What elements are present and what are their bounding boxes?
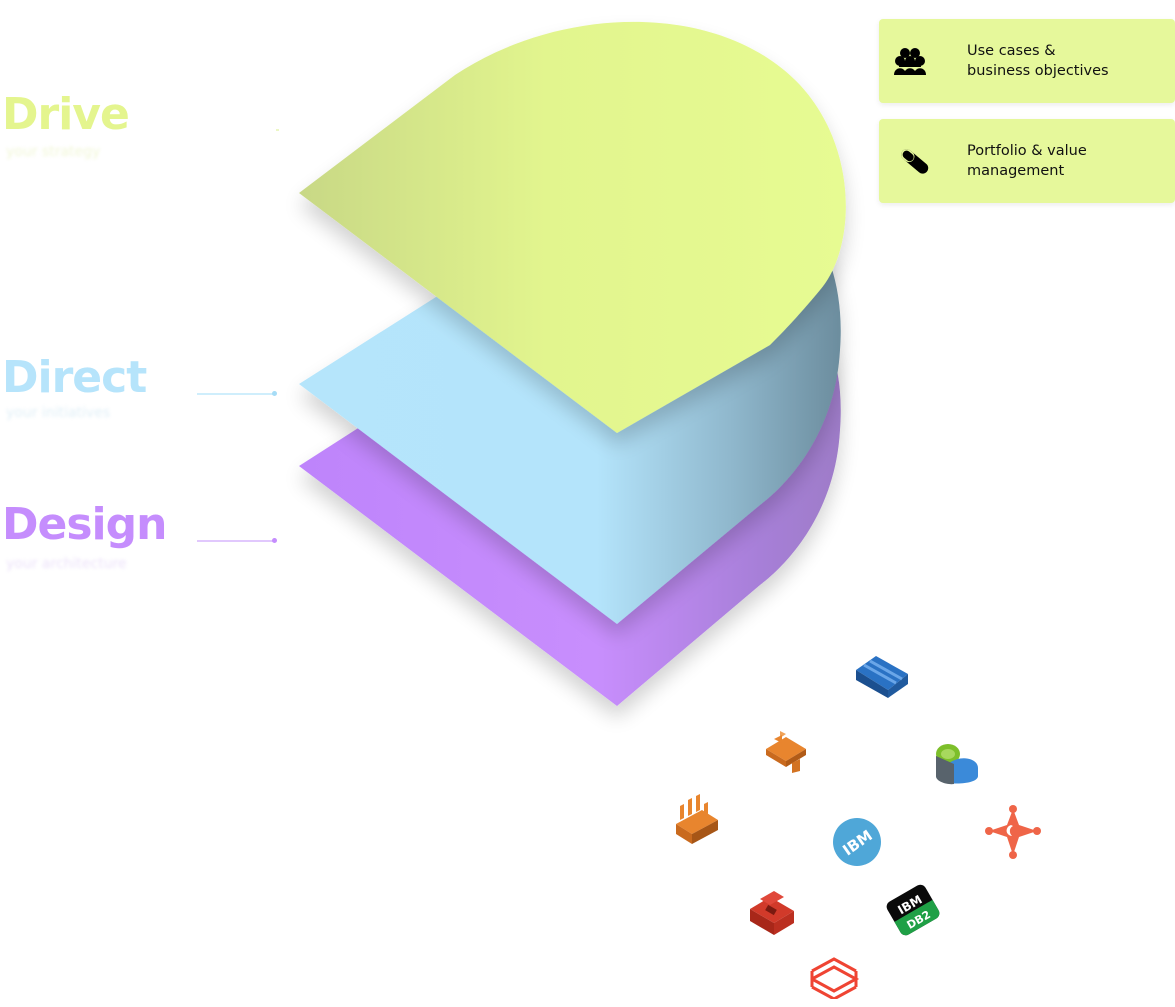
aws-glue-logo <box>762 729 810 777</box>
direct-connector <box>197 391 277 396</box>
databricks-logo <box>808 953 860 1003</box>
apache-spark-logo <box>985 805 1041 865</box>
portfolio-card[interactable]: Portfolio & value management <box>879 119 1175 203</box>
design-connector <box>197 538 277 543</box>
design-sublabel: your architecture <box>6 556 127 572</box>
ibm-informix-logo: IBM <box>832 817 882 871</box>
portfolio-text: Portfolio & value management <box>967 143 1087 179</box>
aws-athena-logo <box>746 887 800 943</box>
amazon-redshift-logo <box>854 646 910 704</box>
connector-dot <box>272 391 277 396</box>
design-label: Design <box>2 499 167 550</box>
azure-database-logo <box>930 740 982 796</box>
drive-label: Drive <box>2 89 130 140</box>
drive-sublabel: your strategy <box>6 144 101 160</box>
ibm-db2-logo: IBM DB2 <box>884 881 942 943</box>
use-cases-card[interactable]: Use cases & business objectives <box>879 19 1175 103</box>
aws-kinesis-logo <box>672 794 722 854</box>
drive-connector <box>276 129 279 131</box>
drive-layer <box>299 21 846 434</box>
use-cases-text: Use cases & business objectives <box>967 43 1109 79</box>
connector-dot <box>272 538 277 543</box>
pill-icon <box>893 146 937 176</box>
direct-label: Direct <box>2 352 147 403</box>
direct-sublabel: your initiatives <box>6 405 111 421</box>
users-group-icon <box>893 46 937 76</box>
